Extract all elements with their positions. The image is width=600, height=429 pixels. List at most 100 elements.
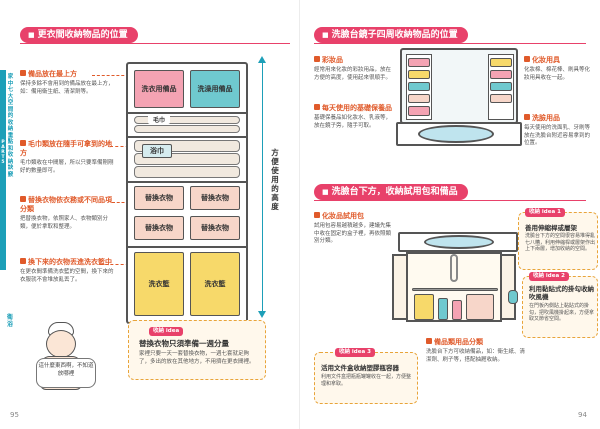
note-body: 化妝棉、棉花棒、刷具等化妝用具收在一起。 (524, 67, 591, 81)
note-skincare: 每天使用的基礎保養品 基礎保養品如化妝水、乳液等，放在鏡子旁，隨手可取。 (314, 104, 394, 130)
note-laundry-basket: 換下來的衣物丟進洗衣籃中 在更衣間準備洗衣籃的空間，換下來的衣服就不會堆放亂丟了… (20, 258, 118, 284)
note-title: 化妝品試用包 (322, 212, 364, 220)
note-title: 毛巾類放在隨手可拿到的地方 (20, 140, 112, 157)
note-supplies-sorting: 備品類用品分類 洗臉台下方可收納備品，如：衛生紙、清潔劑、刷子等，搭配抽屜收納。 (426, 338, 526, 364)
bullet-icon: ■ (28, 31, 35, 39)
section-rule (314, 200, 586, 201)
side-part-label: PART 5 (1, 140, 5, 165)
note-body: 每天使用的洗面乳、牙刷等放在洗臉台附近容易拿到的位置。 (524, 125, 591, 146)
bin-change-clothes-4: 替換衣物 (190, 216, 240, 240)
idea-text: 在門板內側貼上黏貼式的掛勾，把吹風機掛起來，方便拿取又節省空間。 (529, 303, 595, 322)
note-title: 彩妝品 (322, 56, 343, 64)
sink-basin (418, 125, 494, 143)
note-body: 基礎保養品如化妝水、乳液等，放在鏡子旁，隨手可取。 (314, 115, 392, 129)
character-head (46, 330, 76, 358)
section-title-dressing-room: ■更衣間收納物品的位置 (20, 27, 138, 43)
note-change-clothes: 替換衣物依衣務或不同品項分類 把替換衣物，依照家人、衣物類別分類，便於拿取和整理… (20, 196, 118, 231)
page-number: 95 (10, 411, 19, 419)
idea-tag: 收納 idea 3 (335, 348, 375, 357)
idea-text: 家裡只要一天一套替換衣物，一週七套就足夠了，多出的放在其他地方，不用擠在更衣間裡… (139, 351, 255, 365)
makeup-box (408, 58, 430, 67)
leader-line (110, 146, 134, 147)
speech-bubble: 這什麼東西啊，不知道放哪裡 (36, 358, 96, 388)
bin-change-clothes-3: 替換衣物 (134, 216, 184, 240)
idea-box-weekly-clothes: 收納 idea 替換衣物只須準備一週分量 家裡只要一天一套替換衣物，一週七套就足… (128, 320, 266, 380)
shelf (128, 246, 246, 248)
laundry-basket-1: 洗衣籃 (134, 252, 184, 316)
makeup-box (408, 70, 430, 79)
tension-rod (412, 288, 498, 291)
hair-dryer-icon (508, 290, 518, 304)
shelf (128, 112, 246, 114)
idea-box-file-box: 收納 idea 3 活用文件盒收納塑膠瓶容器 利用文件盒把瓶瓶罐罐收在一起，方便… (314, 348, 418, 404)
section-title-text: 洗臉台鏡子四周收納物品的位置 (331, 30, 458, 40)
note-title: 替換衣物依衣務或不同品項分類 (20, 196, 112, 213)
towel-stack (134, 125, 240, 133)
height-arrow (258, 56, 266, 318)
idea-title: 善用伸縮桿或層架 (525, 224, 577, 232)
note-face-wash: 洗臉用品 每天使用的洗面乳、牙刷等放在洗臉台附近容易拿到的位置。 (524, 114, 594, 148)
chapter-side-tab: PART 5 家中七大空間的收納重點和收納訣竅 衛浴 (0, 70, 14, 328)
note-supplies-top: 備品放在最上方 保持多餘不會用到的備品放在最上方，如：備用衛生紙、清潔劑等。 (20, 70, 118, 96)
file-box (414, 294, 434, 320)
section-title-text: 更衣間收納物品的位置 (37, 30, 128, 40)
note-body: 洗臉台下方可收納備品，如：衛生紙、清潔劑、刷子等，搭配抽屜收納。 (426, 349, 526, 363)
idea-tag: 收納 idea 1 (525, 208, 565, 217)
bullet-icon: ■ (322, 31, 329, 39)
wash-item (490, 82, 512, 91)
laundry-basket-2: 洗衣籃 (190, 252, 240, 316)
shelf (128, 181, 246, 183)
idea-tag: 收納 idea 2 (529, 272, 569, 281)
bin-bath-supplies: 洗澡用備品 (190, 70, 240, 108)
note-makeup-tools: 化妝用具 化妝棉、棉花棒、刷具等化妝用具收在一起。 (524, 56, 594, 82)
idea-title: 替換衣物只須準備一週分量 (139, 339, 229, 348)
note-title: 化妝用具 (532, 56, 560, 64)
leader-line (92, 75, 134, 76)
note-body: 毛巾類收在中間層，所以只要準備剛剛好的數量即可。 (20, 160, 114, 174)
page-gutter (299, 0, 300, 429)
section-title-mirror: ■洗臉台鏡子四周收納物品的位置 (314, 27, 468, 43)
mirror-cabinet-illustration (400, 48, 518, 124)
note-title: 每天使用的基礎保養品 (322, 104, 392, 112)
note-towels-middle: 毛巾類放在隨手可拿到的地方 毛巾類收在中間層，所以只要準備剛剛好的數量即可。 (20, 140, 118, 175)
bath-towel-label: 浴巾 (142, 144, 172, 158)
bottle (438, 298, 448, 320)
marker-icon (426, 338, 432, 344)
section-rule (314, 43, 586, 44)
under-sink-cabinet-illustration (406, 252, 502, 322)
marker-icon (20, 258, 26, 264)
bin-change-clothes-1: 替換衣物 (134, 186, 184, 210)
skincare-box (408, 82, 430, 91)
bottle (452, 300, 462, 320)
note-body: 在更衣間準備洗衣籃的空間，換下來的衣服就不會堆放亂丟了。 (20, 269, 114, 283)
bullet-icon: ■ (322, 188, 329, 196)
section-title-text: 洗臉台下方，收納試用包和備品 (331, 187, 458, 197)
marker-icon (524, 56, 530, 62)
idea-box-tension-rod: 收納 idea 1 善用伸縮桿或層架 洗臉台下方的空間很容易堆得亂七八糟，利用伸… (518, 208, 598, 270)
drain-pipe (450, 254, 458, 282)
shelf (128, 136, 246, 138)
idea-text: 洗臉台下方的空間很容易堆得亂七八糟，利用伸縮桿或層架作出上下兩層，增加收納的空間… (525, 233, 596, 252)
idea-title: 活用文件盒收納塑膠瓶容器 (321, 364, 399, 372)
note-makeup: 彩妝品 經常用來化妝的彩妝用品，放在方便的高度，使用起來很順手。 (314, 56, 394, 82)
section-rule (20, 43, 290, 44)
marker-icon (314, 104, 320, 110)
towel-label: 毛巾 (148, 114, 170, 124)
wash-item (490, 94, 512, 103)
note-samples: 化妝品試用包 試用包容易越積越多，建議先集中收在固定的盒子裡，再依照類別分類。 (314, 212, 396, 246)
side-chapter-title: 家中七大空間的收納重點和收納訣竅 (7, 74, 14, 178)
dressing-cabinet-illustration: 洗衣用備品 洗澡用備品 毛巾 浴巾 替換衣物 替換衣物 替換衣物 替換衣物 洗衣… (126, 62, 248, 324)
side-category-tag: 衛浴 (6, 314, 13, 328)
marker-icon (314, 212, 320, 218)
skincare-box (408, 106, 430, 116)
height-label: 方便使用的高度 (271, 148, 279, 211)
marker-icon (524, 114, 530, 120)
tool-box (490, 70, 512, 79)
note-body: 把替換衣物，依照家人、衣物類別分類，便於拿取和整理。 (20, 216, 109, 230)
bin-laundry-supplies: 洗衣用備品 (134, 70, 184, 108)
idea-box-hair-dryer: 收納 idea 2 利用黏貼式的掛勾收納吹風機 在門板內側貼上黏貼式的掛勾，把吹… (522, 272, 598, 338)
page-number: 94 (578, 411, 587, 419)
marker-icon (20, 70, 26, 76)
note-title: 換下來的衣物丟進洗衣籃中 (28, 258, 112, 266)
under-sink-basin (424, 235, 494, 249)
